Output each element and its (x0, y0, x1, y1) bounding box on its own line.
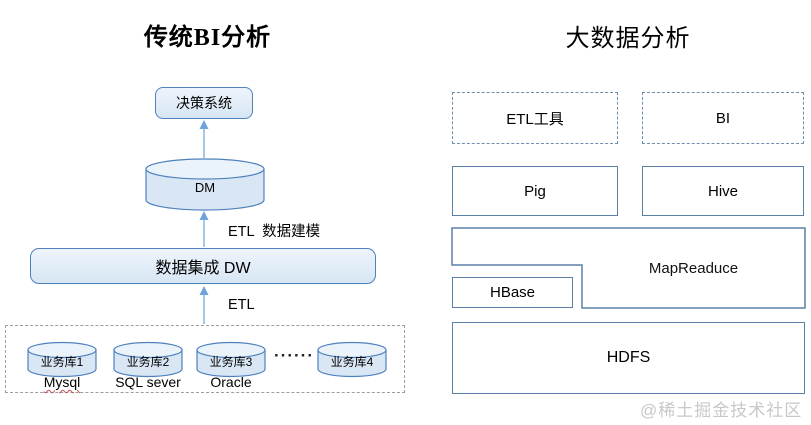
bi-label: BI (715, 109, 731, 127)
etl-modeling-label: ETL 数据建模 (228, 224, 321, 240)
hbase-box: HBase (452, 277, 573, 308)
hdfs-label: HDFS (606, 349, 651, 366)
ellipsis-dots: ······ (274, 346, 314, 365)
bi-box: BI (642, 92, 804, 144)
source-cylinder-3-shape (196, 341, 266, 378)
source-cylinder-1-shape (27, 341, 97, 378)
right-column-title: 大数据分析 (565, 26, 691, 52)
source-cylinder-2-shape (113, 341, 183, 378)
db-label-mysql: Mysql (43, 374, 81, 390)
mapreduce-label: MapReaduce (648, 259, 739, 277)
left-column-title: 传统BI分析 (143, 25, 272, 51)
source-cylinder-1-label: 业务库1 (40, 354, 84, 369)
hdfs-box: HDFS (452, 322, 805, 394)
hive-label: Hive (707, 182, 738, 200)
etl-tool-label: ETL工具 (506, 110, 564, 128)
dw-integration-label: 数据集成 DW (155, 260, 251, 277)
source-databases-container (5, 325, 405, 393)
db-label-sqlserver: SQL sever (115, 374, 181, 390)
pig-box: Pig (452, 166, 618, 216)
db-label-oracle: Oracle (210, 374, 252, 390)
source-cylinder-2-label: 业务库2 (126, 354, 170, 369)
source-cylinder-4-label: 业务库4 (330, 354, 374, 369)
watermark-text: @稀土掘金技术社区 (640, 401, 803, 420)
arrow-dm-to-decision (199, 120, 209, 158)
decision-system-label: 决策系统 (176, 95, 232, 111)
dw-integration-box: 数据集成 DW (30, 248, 376, 284)
source-cylinder-4-shape (317, 341, 387, 378)
decision-system-box: 决策系统 (155, 87, 253, 119)
hbase-label: HBase (489, 284, 536, 301)
arrow-sources-to-dw (199, 286, 209, 324)
mapreduce-block-shape (451, 227, 806, 309)
source-cylinder-3-label: 业务库3 (209, 354, 253, 369)
dm-cylinder-label: DM (194, 179, 216, 195)
hive-box: Hive (642, 166, 804, 216)
etl-tool-box: ETL工具 (452, 92, 618, 144)
etl-label: ETL (228, 297, 255, 313)
dm-cylinder-shape (145, 158, 265, 211)
pig-label: Pig (524, 182, 546, 200)
arrow-dw-to-dm (199, 211, 209, 247)
